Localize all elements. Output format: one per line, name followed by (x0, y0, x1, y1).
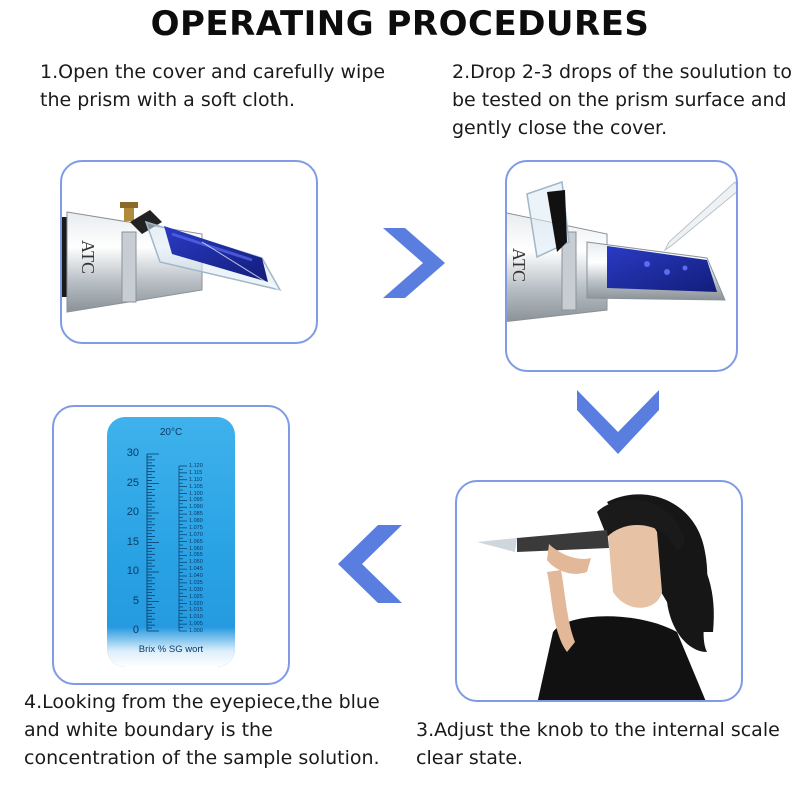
sg-tick-label: 1.120 (189, 463, 203, 469)
sg-tick-label: 1.030 (189, 586, 203, 593)
sg-tick-label: 1.040 (189, 573, 203, 579)
sg-tick-label: 1.055 (189, 552, 203, 559)
scale-temperature: 20°C (159, 427, 183, 438)
step-3-text: 3.Adjust the knob to the internal scale … (416, 719, 780, 769)
sg-tick-label: 1.095 (189, 497, 203, 504)
sg-tick-label: 1.025 (189, 593, 203, 600)
scale-footer: Brix % SG wort (138, 644, 204, 655)
sg-tick-label: 1.070 (189, 531, 203, 538)
refractometer-open-illustration: ATC (62, 202, 283, 313)
sg-tick-label: 1.065 (189, 538, 203, 545)
step-4-text: 4.Looking from the eyepiece,the blue and… (24, 691, 380, 769)
brix-tick-label: 15 (126, 535, 139, 548)
sg-tick-label: 1.075 (189, 524, 203, 531)
sg-tick-label: 1.050 (189, 559, 203, 566)
atc-label-2: ATC (509, 248, 529, 282)
brix-tick-label: 10 (126, 565, 139, 577)
sg-tick-label: 1.020 (189, 600, 203, 607)
brix-tick-label: 5 (132, 594, 139, 607)
sg-tick-label: 1.060 (189, 545, 203, 552)
sg-tick-label: 1.080 (189, 518, 203, 524)
brix-tick-label: 20 (126, 506, 139, 518)
page-title: OPERATING PROCEDURES (150, 4, 650, 44)
step-1-text: 1.Open the cover and carefully wipe the … (40, 61, 386, 111)
sg-tick-label: 1.115 (189, 469, 203, 476)
atc-label: ATC (78, 240, 98, 274)
chevron-down-icon (577, 390, 659, 454)
sg-tick-label: 1.105 (189, 483, 203, 490)
sg-tick-label: 1.005 (189, 621, 203, 628)
sg-tick-label: 1.090 (189, 504, 203, 511)
sg-tick-label: 1.110 (189, 476, 203, 483)
brix-tick-label: 25 (126, 476, 139, 489)
brix-tick-label: 30 (126, 447, 139, 459)
sg-tick-label: 1.100 (189, 490, 203, 497)
sg-tick-label: 1.085 (189, 511, 203, 518)
sg-tick-label: 1.010 (189, 614, 203, 621)
chevron-left-icon (338, 525, 402, 603)
sg-tick-label: 1.045 (189, 566, 203, 573)
scale-white-area (107, 627, 235, 667)
step-2-text: 2.Drop 2-3 drops of the soulution to be … (452, 61, 792, 139)
refractometer-dropping-illustration: ATC (507, 180, 736, 322)
step-1-image: ATC (60, 160, 318, 344)
sg-tick-label: 1.015 (189, 607, 203, 614)
person-using-refractometer-illustration (477, 494, 714, 700)
step-2-image: ATC (505, 160, 738, 372)
step-3-image (455, 480, 743, 702)
brix-tick-label: 0 (132, 624, 139, 636)
sg-tick-label: 1.000 (189, 628, 203, 634)
scale-ticks (146, 453, 187, 632)
chevron-right-icon (383, 228, 445, 298)
sg-tick-label: 1.035 (189, 579, 203, 586)
